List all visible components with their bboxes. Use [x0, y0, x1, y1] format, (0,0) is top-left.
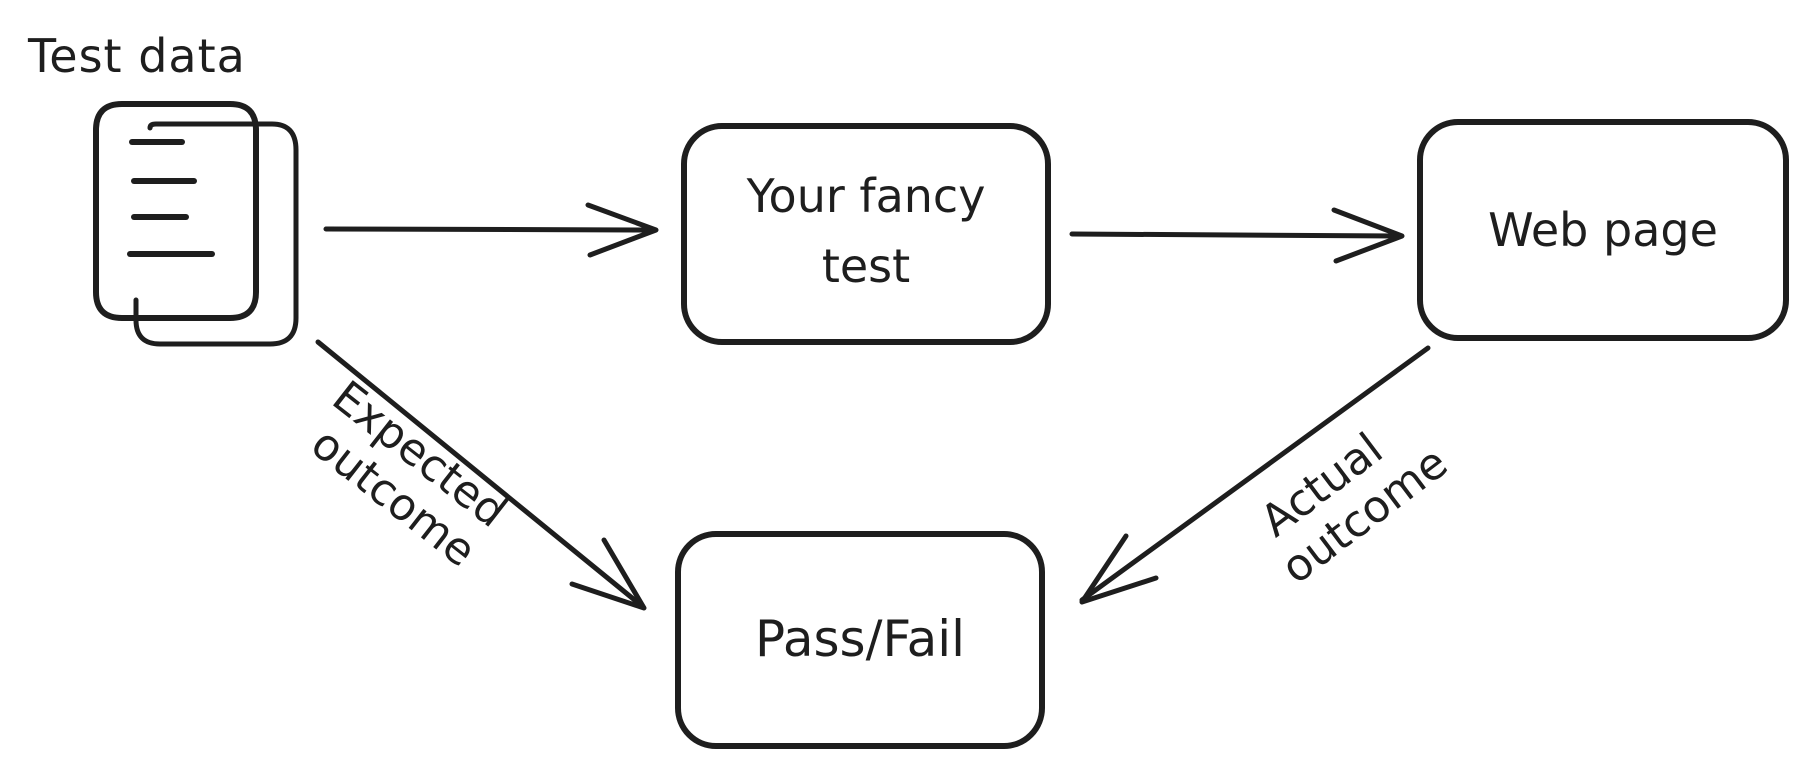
test-data-title: Test data [27, 29, 246, 83]
fancy-test-label-line2: test [822, 239, 910, 293]
pass-fail-box [675, 531, 1045, 749]
web-page-node: Web page [1417, 119, 1789, 341]
arrow-test-to-web [1069, 207, 1405, 264]
expected-outcome-label: Expected outcome [302, 371, 516, 577]
web-page-box [1417, 119, 1789, 341]
arrow-expected-outcome [315, 339, 647, 611]
pass-fail-node: Pass/Fail [675, 531, 1045, 749]
document-stack-icon [93, 101, 299, 347]
arrow-data-to-test [323, 202, 659, 258]
fancy-test-box [681, 123, 1051, 345]
arrow-actual-outcome [1079, 345, 1431, 605]
document-back-sheet [133, 121, 299, 347]
fancy-test-label-line1: Your fancy [746, 169, 986, 223]
pass-fail-label: Pass/Fail [755, 610, 965, 668]
actual-outcome-label: Actual outcome [1251, 423, 1457, 594]
web-page-label: Web page [1488, 203, 1718, 257]
fancy-test-node: Your fancy test [681, 123, 1051, 345]
document-front-sheet [93, 101, 259, 321]
